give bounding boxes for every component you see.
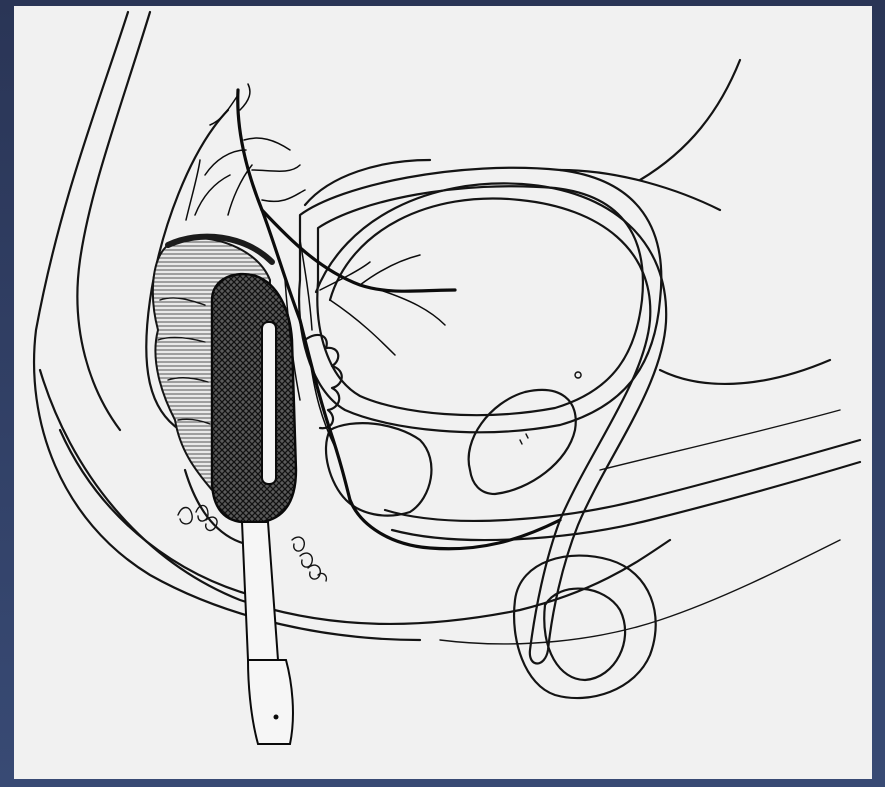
probe-balloon [212,274,296,522]
probe-handle-dot [274,715,279,720]
probe-handle [248,660,293,744]
probe-transducer-element [262,322,276,484]
scanned-illustration [14,6,872,779]
paper-background [14,6,872,779]
pelvic-sagittal-drawing [14,6,872,779]
